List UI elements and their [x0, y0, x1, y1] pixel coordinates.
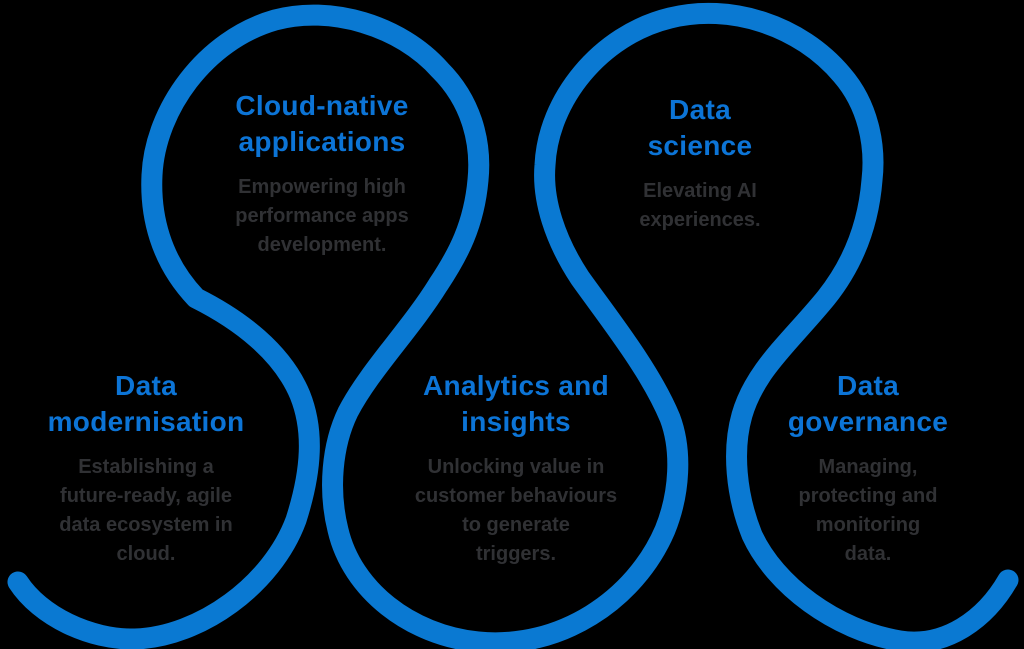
stage-description: Managing, protecting and monitoring data…	[798, 456, 938, 565]
stage-analytics-and-insights: Analytics and insights Unlocking value i…	[366, 368, 666, 569]
stage-data-governance: Data governance Managing, protecting and…	[718, 368, 1018, 569]
stage-title: Data governance	[787, 370, 949, 437]
stage-title: Analytics and insights	[423, 370, 609, 437]
stage-description: Elevating AI experiences.	[639, 180, 761, 231]
stage-title: Data science	[647, 94, 753, 161]
stage-data-modernisation: Data modernisation Establishing a future…	[6, 368, 286, 569]
stage-description: Unlocking value in customer behaviours t…	[414, 456, 618, 565]
stage-title: Data modernisation	[47, 370, 245, 437]
stage-data-science: Data science Elevating AI experiences.	[550, 92, 850, 235]
stage-title: Cloud-native applications	[235, 90, 409, 157]
stage-description: Establishing a future-ready, agile data …	[59, 456, 233, 565]
stage-cloud-native-applications: Cloud-native applications Empowering hig…	[172, 88, 472, 260]
stage-description: Empowering high performance apps develop…	[235, 176, 409, 256]
